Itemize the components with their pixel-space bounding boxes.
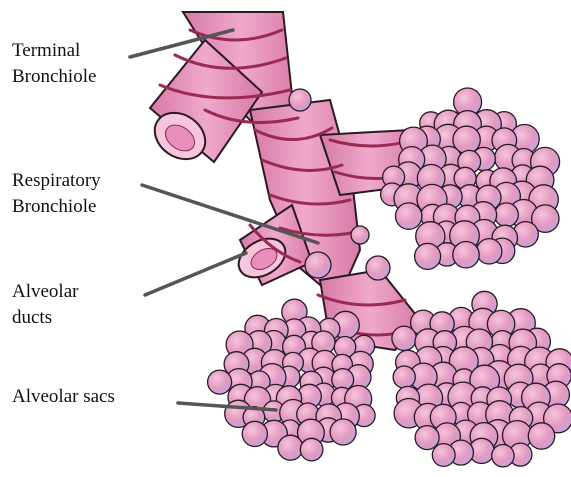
- alveolus: [208, 370, 232, 394]
- alveolus: [415, 243, 441, 269]
- label-alveolar-ducts-line2: ducts: [12, 305, 78, 331]
- label-respiratory-bronchiole: Respiratory Bronchiole: [12, 168, 101, 220]
- alveolus: [432, 444, 455, 467]
- alveolus: [242, 421, 267, 446]
- label-terminal-bronchiole-line1: Terminal: [12, 38, 96, 64]
- alveolus: [305, 252, 331, 278]
- alveolar-sac-lower-left: [208, 299, 376, 461]
- airway-tree: [146, 12, 420, 350]
- alveolar-sac-upper-right: [381, 88, 560, 269]
- alveolus: [351, 226, 369, 244]
- label-terminal-bronchiole: Terminal Bronchiole: [12, 38, 96, 90]
- alveolus: [393, 366, 415, 388]
- alveolus: [453, 242, 479, 268]
- alveolus: [330, 419, 356, 445]
- alveolus: [528, 423, 554, 449]
- leader-line-alveolar-ducts: [145, 253, 246, 295]
- alveolus: [415, 426, 439, 450]
- alveolus: [278, 435, 303, 460]
- alveolus: [392, 326, 416, 350]
- alveolus: [477, 239, 502, 264]
- label-alveolar-ducts: Alveolar ducts: [12, 279, 78, 331]
- alveolus: [396, 203, 422, 229]
- alveolus: [289, 89, 311, 111]
- alveolus: [300, 438, 323, 461]
- alveolus: [492, 445, 514, 467]
- alveolus: [366, 256, 390, 280]
- label-respiratory-bronchiole-line1: Respiratory: [12, 168, 101, 194]
- alveolar-sac-lower-right: [392, 291, 571, 467]
- label-alveolar-sacs: Alveolar sacs: [12, 384, 115, 410]
- alveolus: [495, 203, 519, 227]
- label-alveolar-ducts-line1: Alveolar: [12, 279, 78, 305]
- label-respiratory-bronchiole-line2: Bronchiole: [12, 194, 101, 220]
- label-terminal-bronchiole-line2: Bronchiole: [12, 64, 96, 90]
- label-alveolar-sacs-line1: Alveolar sacs: [12, 384, 115, 410]
